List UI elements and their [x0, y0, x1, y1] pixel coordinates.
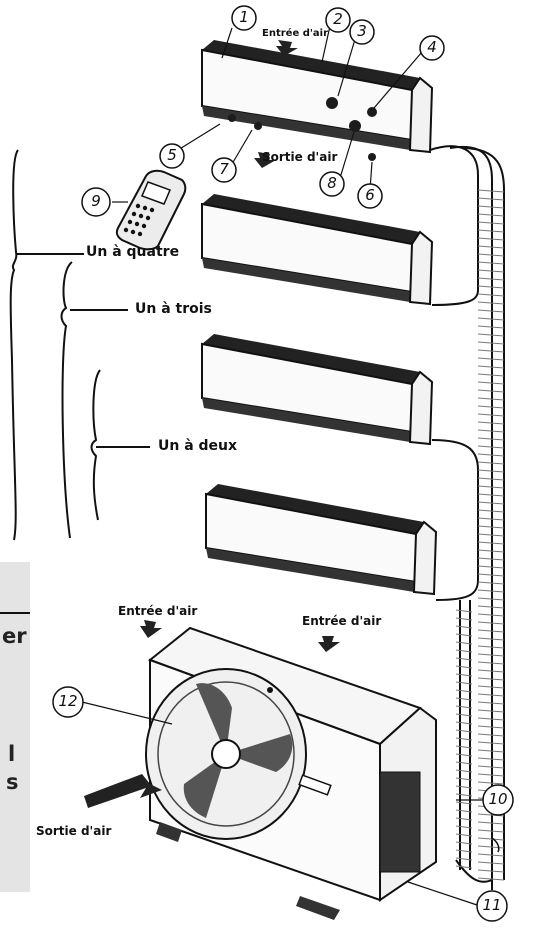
side-text-fragment-s: s	[6, 770, 19, 794]
callout-10: 10	[488, 790, 508, 808]
callout-5: 5	[167, 146, 177, 164]
callout-4: 4	[427, 38, 437, 56]
air-inlet-label-left: Entrée d'air	[118, 604, 198, 618]
callout-8: 8	[327, 174, 337, 192]
callout-11: 11	[482, 896, 502, 914]
label-one-to-four: Un à quatre	[86, 244, 180, 260]
side-text-fragment-er: er	[2, 624, 27, 648]
outdoor-unit	[145, 626, 437, 920]
air-outlet-label-outdoor: Sortie d'air	[36, 824, 112, 838]
callout-3: 3	[357, 22, 367, 40]
air-inlet-label-top: Entrée d'air	[262, 28, 329, 39]
airflow-arrows	[84, 40, 500, 853]
grouping-brackets	[9, 149, 150, 541]
callout-9: 9	[91, 192, 101, 210]
air-inlet-label-right: Entrée d'air	[302, 614, 382, 628]
air-outlet-label-indoor: Sortie d'air	[262, 150, 338, 164]
indoor-unit-3	[201, 334, 434, 446]
callout-1: 1	[239, 8, 249, 26]
label-one-to-two: Un à deux	[158, 438, 238, 454]
callout-7: 7	[219, 160, 229, 178]
callout-2: 2	[333, 10, 343, 28]
indoor-unit-1	[201, 40, 434, 161]
callout-12: 12	[58, 692, 78, 710]
indoor-unit-2	[201, 194, 434, 306]
indoor-unit-4	[205, 484, 438, 596]
refrigerant-piping	[429, 145, 505, 890]
label-one-to-three: Un à trois	[135, 301, 212, 317]
side-panel-rule	[0, 612, 30, 614]
callout-6: 6	[365, 186, 375, 204]
side-text-fragment-l: l	[8, 742, 16, 766]
side-panel	[0, 562, 30, 892]
